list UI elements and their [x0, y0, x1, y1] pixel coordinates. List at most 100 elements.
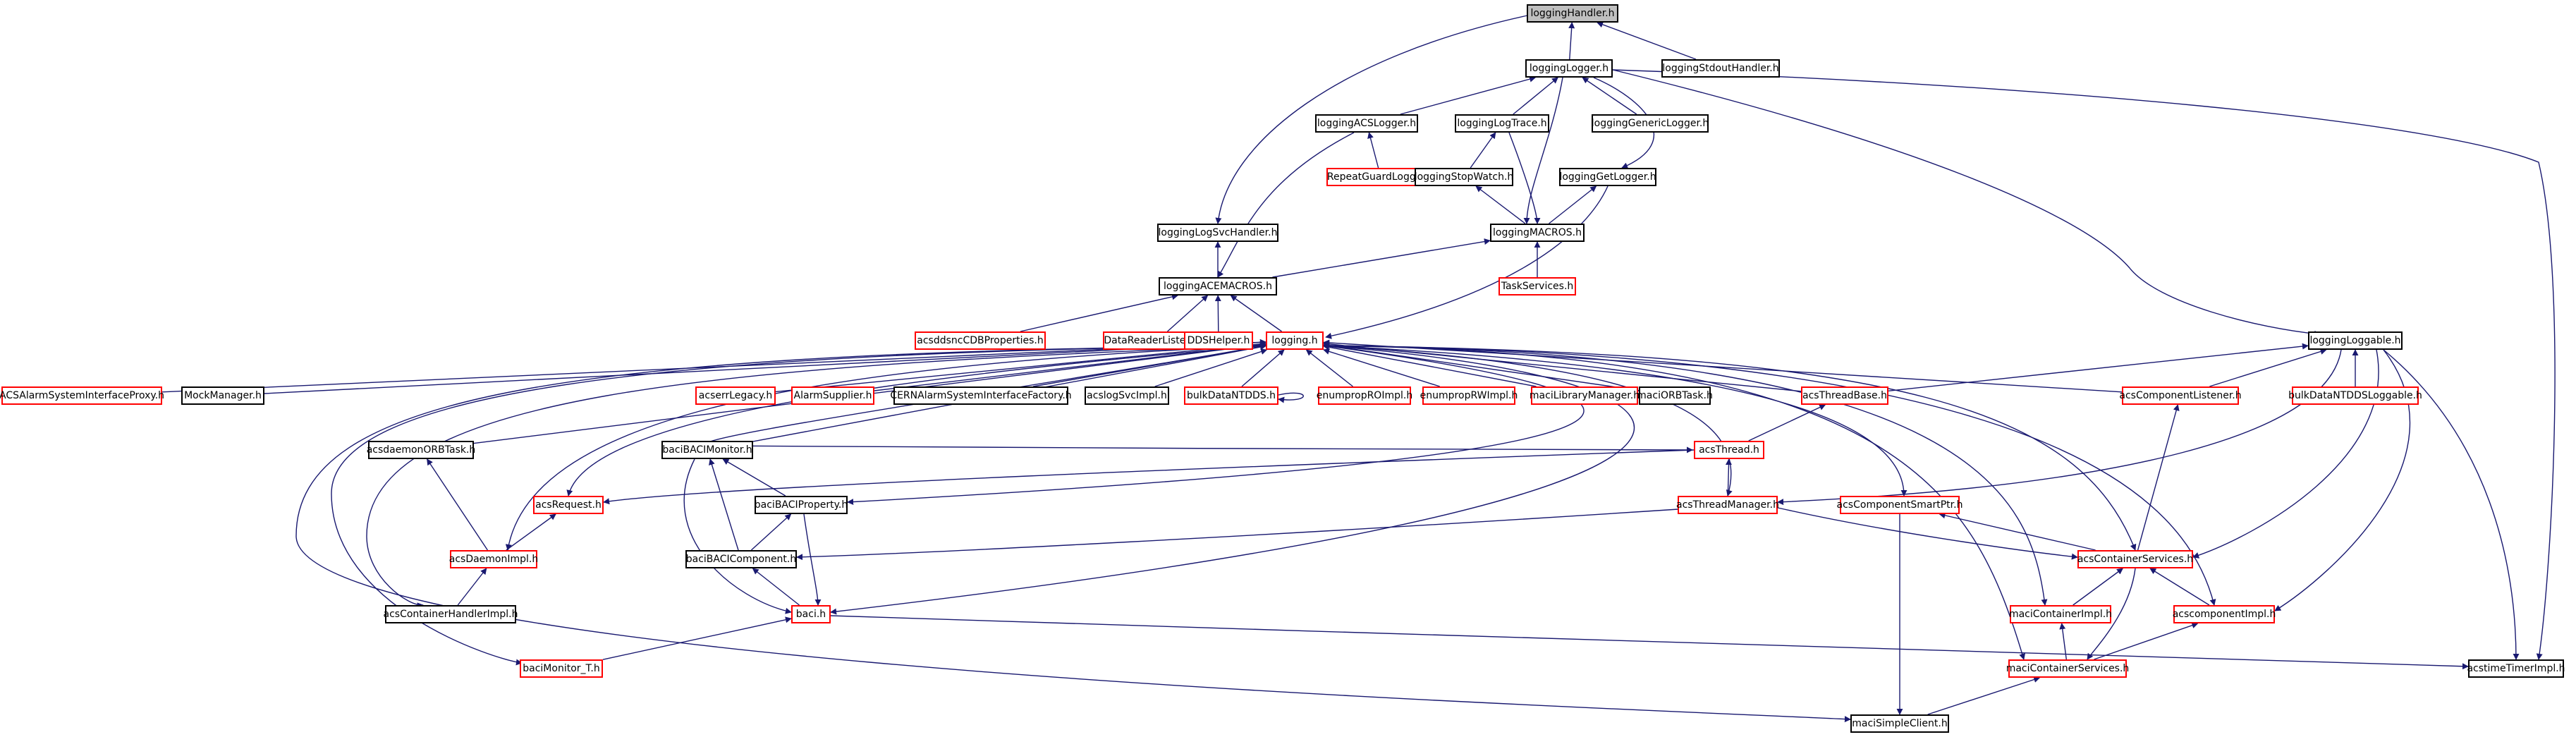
- node-taskservices[interactable]: TaskServices.h: [1498, 277, 1576, 296]
- edge-macilibrarymanager-to-logging: [1323, 343, 1537, 387]
- node-loggingstdouthandler[interactable]: loggingStdoutHandler.h: [1661, 59, 1780, 78]
- edge-acscomponentlistener-to-loggingloggable: [2209, 348, 2327, 387]
- node-acscomponentlistener[interactable]: acsComponentListener.h: [2119, 386, 2242, 405]
- edge-loggingloggable-to-logginglogger: [1612, 69, 2321, 337]
- node-acsalarmsysteminterfaceproxy[interactable]: ACSAlarmSystemInterfaceProxy.h: [0, 386, 164, 405]
- node-bacibaciproperty[interactable]: baciBACIProperty.h: [755, 496, 848, 514]
- edge-baci-to-bacibacimonitor: [683, 458, 792, 614]
- edge-acstimetimerimpl-to-loggingloggable: [2383, 349, 2520, 660]
- edge-enumproprwimpl-to-logging: [1323, 348, 1441, 387]
- edge-acscontainerservices-to-acscomponentsmartptr: [1939, 512, 2096, 551]
- edge-bacibacicomponent-to-acsthreadmanager: [796, 508, 1679, 561]
- node-enumproproimpl[interactable]: enumpropROImpl.h: [1317, 386, 1412, 405]
- edge-macisimpleclient-to-macicontainerservices: [1927, 676, 2041, 715]
- node-macisimpleclient[interactable]: maciSimpleClient.h: [1850, 714, 1949, 733]
- node-loggingstopwatch[interactable]: loggingStopWatch.h: [1415, 168, 1513, 186]
- node-enumproprwimpl[interactable]: enumpropRWImpl.h: [1420, 386, 1518, 405]
- edge-loggingacemacros-to-loggingmacros: [1272, 238, 1491, 278]
- node-bulkdatantdds[interactable]: bulkDataNTDDS.h: [1184, 386, 1278, 405]
- node-loggingloggable[interactable]: loggingLoggable.h: [2308, 331, 2403, 350]
- edge-acscontainerservices-to-logging: [1323, 345, 2137, 551]
- edge-acscontainerservices-to-acsthreadmanager: [1777, 507, 2078, 560]
- node-ddshelper[interactable]: DDSHelper.h: [1184, 331, 1253, 350]
- edge-bacimonitor_t-to-logging: [331, 345, 1266, 666]
- node-bacimonitor-t[interactable]: baciMonitor_T.h: [520, 659, 603, 678]
- edge-bulkdatantdds-to-logging: [1241, 349, 1285, 387]
- node-logginggenericlogger[interactable]: loggingGenericLogger.h: [1592, 114, 1709, 133]
- edge-loggingacslogger-to-logginglogger: [1400, 75, 1537, 115]
- edge-acsrequest-to-acsthread: [603, 449, 1695, 505]
- edge-bacimonitor_t-to-baci: [602, 616, 792, 660]
- edge-acscomponentimpl-to-acscontainerservices: [2149, 568, 2210, 606]
- edge-ddshelper-to-loggingacemacros: [1214, 295, 1221, 332]
- node-acsthread[interactable]: acsThread.h: [1694, 441, 1764, 459]
- node-loggingacemacros[interactable]: loggingACEMACROS.h: [1159, 277, 1277, 296]
- edge-bacibacicomponent-to-bacibaciproperty: [750, 513, 792, 551]
- node-logginglogtrace[interactable]: loggingLogTrace.h: [1455, 114, 1549, 133]
- edge-acsthreadmanager-to-loggingloggable: [1777, 349, 2342, 506]
- edge-acsalarmsysteminterfaceproxy-to-logging: [161, 339, 1266, 393]
- edge-loggingmacros-to-logginggetlogger: [1549, 185, 1597, 224]
- edge-acsdaemonimpl-to-acsrequest: [506, 513, 556, 551]
- node-acsdaemonimpl[interactable]: acsDaemonImpl.h: [449, 550, 538, 568]
- edge-acslogsvcimpl-to-logging: [1154, 348, 1268, 387]
- node-maciorbtask[interactable]: maciORBTask.h: [1637, 386, 1713, 405]
- node-macicontainerservices[interactable]: maciContainerServices.h: [2006, 659, 2129, 678]
- node-acsdaemonorbtask[interactable]: acsdaemonORBTask.h: [367, 441, 475, 459]
- edge-alarmsupplier-to-logging: [874, 341, 1266, 391]
- node-acscontainerservices[interactable]: acsContainerServices.h: [2077, 550, 2193, 568]
- node-logginghandler: loggingHandler.h: [1527, 4, 1618, 23]
- node-bulkdatantddsloggable[interactable]: bulkDataNTDDSLoggable.h: [2288, 386, 2422, 405]
- edge-acsthread-to-acsthreadbase: [1748, 404, 1826, 441]
- node-alarmsupplier[interactable]: AlarmSupplier.h: [791, 386, 874, 405]
- node-logginglogsvchandler[interactable]: loggingLogSvcHandler.h: [1157, 224, 1278, 242]
- edge-logginglogtrace-to-logginglogger: [1513, 77, 1558, 115]
- node-macilibrarymanager[interactable]: maciLibraryManager.h: [1530, 386, 1640, 405]
- edge-macicontainerimpl-to-logging: [1323, 345, 2048, 606]
- node-logginggetlogger[interactable]: loggingGetLogger.h: [1559, 168, 1656, 186]
- edge-baci-to-bacibaciproperty: [803, 513, 822, 606]
- node-cernalarmsysteminterfacefactory[interactable]: CERNAlarmSystemInterfaceFactory.h: [890, 386, 1072, 405]
- node-baci[interactable]: baci.h: [791, 605, 831, 623]
- edge-logginggenericlogger-to-logginglogger: [1582, 77, 1637, 115]
- edge-loggingstdouthandler-to-logginghandler: [1597, 21, 1697, 60]
- edge-acsddsnccdbproperties-to-loggingacemacros: [1020, 293, 1178, 332]
- node-bacibacimonitor[interactable]: baciBACIMonitor.h: [661, 441, 753, 459]
- node-acsthreadbase[interactable]: acsThreadBase.h: [1801, 386, 1888, 405]
- node-macicontainerimpl[interactable]: maciContainerImpl.h: [2009, 605, 2112, 623]
- node-acsthreadmanager[interactable]: acsThreadManager.h: [1676, 496, 1779, 514]
- edge-logging-to-loggingacemacros: [1230, 295, 1283, 332]
- node-acsddsnccdbproperties[interactable]: acsddsncCDBProperties.h: [915, 331, 1046, 350]
- edge-datareaderlistener-to-loggingacemacros: [1167, 295, 1209, 332]
- node-bacibacicomponent[interactable]: baciBACIComponent.h: [685, 550, 797, 568]
- edge-macisimpleclient-to-logging: [295, 345, 1851, 723]
- node-logginglogger[interactable]: loggingLogger.h: [1525, 59, 1613, 78]
- edge-logging-to-logginggetlogger: [1325, 185, 1609, 339]
- node-acserrlegacy[interactable]: acserrLegacy.h: [695, 386, 776, 405]
- edge-loggingmacros-to-logginglogger: [1523, 77, 1563, 224]
- node-acsrequest[interactable]: acsRequest.h: [533, 496, 604, 514]
- edge-acscontainerservices-to-acscomponentlistener: [2137, 404, 2180, 551]
- node-acscontainerhandlerimpl[interactable]: acsContainerHandlerImpl.h: [384, 605, 518, 623]
- edge-loggingmacros-to-loggingstopwatch: [1475, 185, 1526, 224]
- edge-acsdaemonimpl-to-logging: [505, 345, 1266, 551]
- node-mockmanager[interactable]: MockManager.h: [181, 386, 264, 405]
- edge-logginglogger-to-logginghandler: [1568, 22, 1575, 60]
- node-acslogsvcimpl[interactable]: acslogSvcImpl.h: [1085, 386, 1169, 405]
- node-logging[interactable]: logging.h: [1266, 331, 1324, 350]
- node-acscomponentimpl[interactable]: acscomponentImpl.h: [2173, 605, 2276, 623]
- edge-acserrlegacy-to-logging: [775, 341, 1266, 393]
- edge-acscomponentsmartptr-to-logging: [1323, 345, 1907, 497]
- edge-acstimetimerimpl-to-logginglogger: [1612, 69, 2556, 660]
- edge-acsthreadbase-to-loggingloggable: [1888, 343, 2309, 391]
- node-acscomponentsmartptr[interactable]: acsComponentSmartPtr.h: [1837, 496, 1962, 514]
- edge-baci-to-bacibacicomponent: [752, 568, 800, 606]
- node-acstimetimerimpl[interactable]: acstimeTimerImpl.h: [2467, 659, 2565, 678]
- node-loggingacslogger[interactable]: loggingACSLogger.h: [1315, 114, 1418, 133]
- edge-acsrequest-to-logging: [566, 345, 1266, 497]
- edge-loggingacemacros-to-loggingacslogger: [1217, 132, 1355, 278]
- dependency-edges: [161, 15, 2556, 723]
- edge-loggingmacros-to-logginglogtrace: [1508, 132, 1541, 224]
- node-loggingmacros[interactable]: loggingMACROS.h: [1490, 224, 1585, 242]
